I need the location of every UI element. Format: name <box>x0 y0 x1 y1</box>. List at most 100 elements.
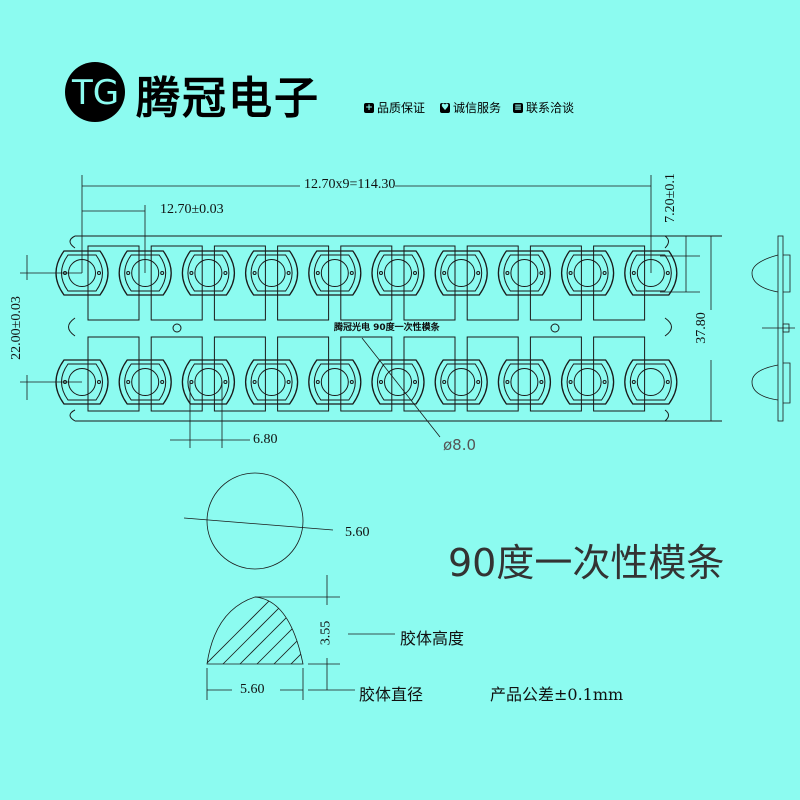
lens-inner <box>61 254 103 292</box>
lens-inner <box>629 254 672 292</box>
pin-hole <box>223 380 228 384</box>
nav-label: 诚信服务 <box>453 101 502 115</box>
lens-dome <box>447 368 476 396</box>
lens <box>181 250 236 296</box>
pin-hole <box>315 271 320 275</box>
lens-inner <box>313 254 356 292</box>
tooling-hole <box>172 323 182 333</box>
pin-hole <box>252 271 257 275</box>
pin-hole <box>97 380 101 384</box>
hatch-line <box>233 597 303 664</box>
lens-dome <box>510 259 539 287</box>
tolerance-note: 产品公差±0.1mm <box>490 685 624 704</box>
lens <box>560 250 615 296</box>
lens-inner <box>124 254 167 292</box>
lens-inner <box>61 363 103 401</box>
lens-inner <box>503 363 546 401</box>
pin-hole <box>160 271 165 275</box>
frame <box>403 336 456 412</box>
nav-quality[interactable]: +品质保证 <box>364 99 425 116</box>
pin-hole <box>349 271 354 275</box>
lens-inner <box>250 254 293 292</box>
lens-outline <box>308 359 362 405</box>
hatch-line <box>250 597 303 664</box>
dim-lens-height: 7.20±0.1 <box>662 173 678 223</box>
lens <box>308 359 362 405</box>
frame <box>593 245 646 321</box>
lens-dome <box>194 368 223 396</box>
lens-inner <box>250 363 293 401</box>
hatch-line <box>216 597 293 664</box>
lens-outline <box>55 250 109 296</box>
frame <box>150 245 203 321</box>
lens-dome <box>131 368 160 396</box>
nav-label: 联系洽谈 <box>526 101 575 115</box>
document-icon: ≡ <box>513 102 523 113</box>
pin-hole <box>631 380 636 384</box>
frame <box>529 336 582 412</box>
lens-outline <box>181 250 236 296</box>
pin-hole <box>476 380 481 384</box>
lens <box>118 359 172 405</box>
hatch-line <box>207 597 276 664</box>
plus-icon: + <box>364 102 374 113</box>
frame <box>466 336 519 412</box>
pin-hole <box>126 380 131 384</box>
pin-hole <box>286 380 291 384</box>
pin-hole <box>315 380 320 384</box>
frame <box>340 245 393 321</box>
lens <box>308 250 362 296</box>
lens-outline <box>308 250 362 296</box>
nav-service[interactable]: ♥诚信服务 <box>440 99 501 116</box>
lens-inner <box>503 254 546 292</box>
frame <box>277 336 330 412</box>
lens-outline <box>434 250 488 296</box>
label-glue-diameter: 胶体直径 <box>359 685 424 704</box>
lens <box>244 250 299 296</box>
lens <box>497 359 552 405</box>
pin-hole <box>631 271 636 275</box>
strip-outline <box>68 235 722 422</box>
pin-hole <box>379 271 383 275</box>
lens-inner <box>187 363 230 401</box>
pin-hole <box>442 271 447 275</box>
lens-dome <box>384 368 412 396</box>
lens-outline <box>244 359 299 405</box>
dim-total-pitch: 12.70x9=114.30 <box>304 177 396 192</box>
lens-dome <box>573 259 602 287</box>
lens-inner <box>313 363 356 401</box>
lens-inner <box>187 254 230 292</box>
pin-hole <box>160 380 165 384</box>
frame <box>593 336 646 412</box>
lens-outline <box>371 359 425 405</box>
lens-inner <box>440 363 483 401</box>
lens-outline <box>118 359 172 405</box>
frame <box>340 336 393 412</box>
lens-dome <box>510 368 539 396</box>
lens-inner <box>629 363 672 401</box>
lens-outline <box>118 250 172 296</box>
lens-inner <box>440 254 483 292</box>
frame <box>150 336 203 412</box>
lens-inner <box>566 254 609 292</box>
lens-outline <box>181 359 236 405</box>
lens-dome <box>384 259 412 287</box>
pin-hole <box>539 271 544 275</box>
lens-dome <box>320 259 349 287</box>
lens-dome <box>636 368 665 396</box>
lens-inner <box>377 363 419 401</box>
lens-outline <box>244 250 299 296</box>
lens <box>371 250 425 296</box>
lens-outline <box>434 359 488 405</box>
strip-label: 腾冠光电 90度一次性模条 <box>334 323 440 333</box>
brand-name: 腾冠电子 <box>136 73 320 124</box>
lens-outline <box>560 250 615 296</box>
heart-icon: ♥ <box>440 102 450 113</box>
nav-contact[interactable]: ≡联系洽谈 <box>513 99 574 116</box>
lens-dome <box>194 259 223 287</box>
pin-hole <box>568 380 573 384</box>
frame <box>87 336 140 412</box>
pin-hole <box>505 380 510 384</box>
pin-hole <box>97 271 101 275</box>
lens-outline <box>371 250 425 296</box>
